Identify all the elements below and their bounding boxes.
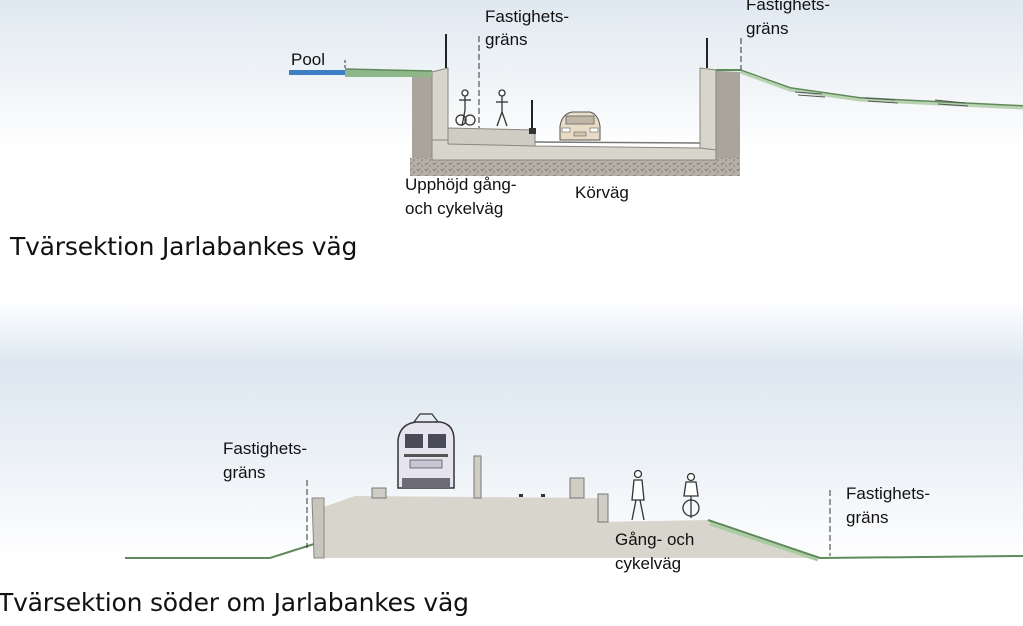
pool-label: Pool: [291, 50, 326, 69]
rails: [519, 494, 545, 497]
embankment: [315, 496, 820, 558]
bottom-section-drawing: [125, 413, 1023, 562]
cyclist-icon: [455, 89, 476, 127]
boundary-label-top-left-1: Fastighets-: [485, 7, 570, 26]
gravel-base: [410, 158, 740, 176]
boundary-label-top-right-1: Fastighets-: [746, 0, 831, 14]
bottom-section-title: Tvärsektion söder om Jarlabankes väg: [0, 588, 469, 617]
boundary-label-bottom-left-1: Fastighets-: [223, 439, 308, 458]
right-wall-face: [699, 67, 717, 151]
path-label-2: cykelväg: [615, 554, 682, 573]
ground-right: [707, 519, 1023, 560]
boundary-label-bottom-right-2: gräns: [846, 508, 889, 527]
catenary-pole: [473, 455, 482, 499]
lamp-posts: [445, 34, 708, 130]
boundary-label-bottom-right-1: Fastighets-: [846, 484, 931, 503]
ground-left: [125, 543, 315, 559]
road-surface: [534, 141, 701, 144]
grass-hatching: [794, 91, 969, 107]
boundary-label-bottom-left-2: gräns: [223, 463, 266, 482]
left-wall-face: [431, 67, 449, 151]
raised-path-label-2: och cykelväg: [405, 199, 504, 218]
raised-path: [447, 127, 536, 147]
pedestrian-icon: [496, 89, 508, 127]
boundary-label-top-right-2: gräns: [746, 19, 789, 38]
pedestrian-icon-bottom: [631, 469, 645, 521]
train-icon: [397, 413, 455, 489]
top-section-drawing: [289, 34, 1023, 176]
pool: [289, 70, 345, 75]
raised-path-label-1: Upphöjd gång-: [405, 175, 517, 194]
bottom-left-wall: [311, 497, 325, 559]
path-label-1: Gång- och: [615, 530, 695, 549]
boundary-label-top-left-2: gräns: [485, 30, 528, 49]
cyclist-icon-bottom: [682, 472, 700, 518]
top-section-title: Tvärsektion Jarlabankes väg: [10, 232, 358, 261]
car-icon: [559, 111, 601, 141]
sky-top: [0, 0, 1023, 150]
roadway-label: Körväg: [575, 183, 629, 202]
grass-right: [716, 69, 1023, 107]
